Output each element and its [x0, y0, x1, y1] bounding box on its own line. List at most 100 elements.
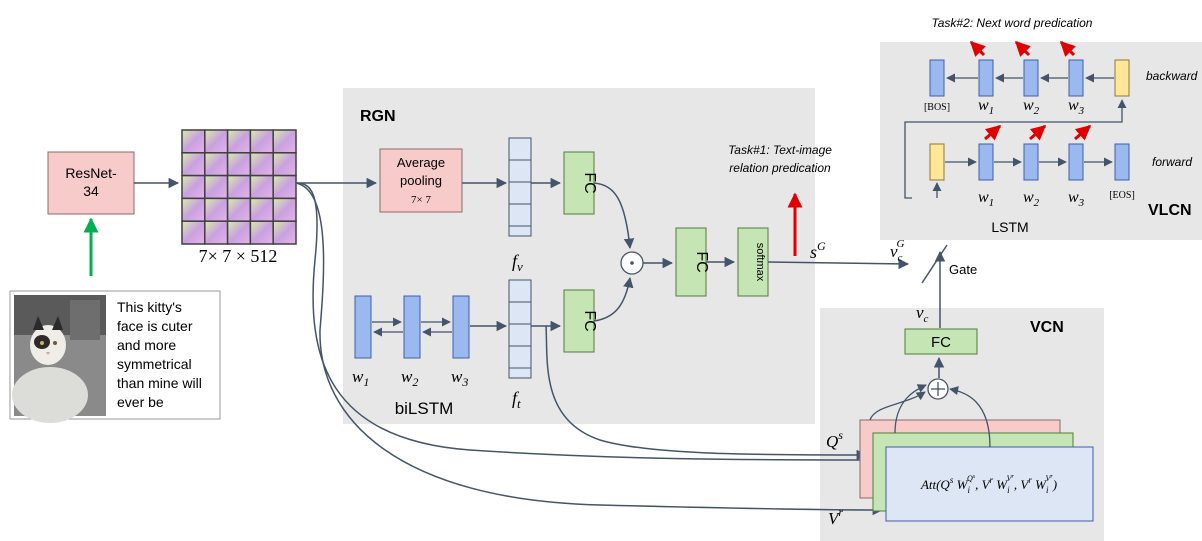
cat-photo: [12, 295, 106, 423]
feature-map-cell: [226, 174, 252, 200]
forward-w1-label: w1: [978, 189, 994, 209]
tweet-line-3: and more: [117, 337, 176, 353]
backward-w3-label: w3: [1068, 97, 1085, 117]
gate-line: [921, 244, 948, 284]
att-formula: Att(Qs WiQs, Vr WiVr, Vr WiVr): [920, 474, 1057, 495]
vc-label: vc: [916, 303, 929, 325]
loop-to-backward: [904, 99, 1127, 199]
tweet-line-2: face is cuter: [117, 318, 193, 334]
feature-map-cell: [249, 152, 274, 177]
task2-label: Task#2: Next word predication: [932, 16, 1093, 30]
avgpool-box: [379, 148, 463, 213]
feature-map-cell: [272, 197, 297, 222]
backward-w3-cell: [1068, 59, 1084, 97]
forward-start-cell: [929, 143, 945, 181]
feature-map-cell: [204, 152, 229, 177]
forward-label: forward: [1152, 155, 1192, 169]
curve-ft-to-att: [545, 325, 868, 461]
fc3-box: [675, 227, 707, 297]
bilstm-w1-cell: [354, 295, 372, 359]
vcg-label: vcG: [890, 238, 904, 264]
feature-map-cell: [181, 129, 206, 154]
vcn-fc-box: [904, 328, 978, 355]
tweet-line-1: This kitty's: [117, 299, 182, 315]
bilstm-label: biLSTM: [395, 399, 454, 418]
feature-map-cell: [272, 152, 297, 177]
att-blue-box: [885, 446, 1094, 522]
gate-label: Gate: [949, 262, 977, 277]
fc1-label: FC: [581, 172, 598, 193]
fc2-box: [563, 289, 595, 353]
forward-w1-cell: [978, 143, 994, 181]
curve-fc2-to-odot: [593, 276, 634, 322]
vlcn-title: VLCN: [1148, 202, 1192, 219]
feature-map-cell: [249, 129, 274, 154]
curve-att-pink-to-plus: [869, 391, 926, 421]
forward-eos-label: [EOS]: [1109, 190, 1135, 201]
fc1-box: [563, 151, 595, 215]
curve-map-to-att-qs: [295, 182, 884, 466]
task1-line1: Task#1: Text-image: [728, 143, 832, 157]
forward-eos-cell: [1114, 143, 1130, 181]
feature-map-cell: [181, 220, 206, 245]
avgpool-line3: 7× 7: [411, 194, 431, 206]
tweet-line-4: symmetrical: [117, 356, 192, 372]
backward-label: backward: [1146, 69, 1198, 83]
fv-vector: [508, 137, 532, 237]
feature-map-cell: [226, 152, 252, 177]
feature-map-cell: [204, 197, 229, 222]
forward-red-arrow-3: [1074, 124, 1092, 141]
backward-red-arrow-1: [969, 40, 986, 57]
task1-line2: relation predication: [729, 161, 831, 175]
resnet-label-line2: 34: [83, 183, 99, 199]
curve-map-to-att-vr: [295, 182, 884, 516]
lstm-label: LSTM: [991, 219, 1028, 235]
backward-bos-cell: [929, 59, 945, 97]
odot-dot: [630, 261, 634, 265]
backward-red-arrow-3: [1059, 40, 1076, 57]
feature-map-cell: [181, 152, 206, 177]
vcn-fc-label: FC: [931, 334, 951, 351]
tweet-line-5: than mine will: [117, 375, 202, 391]
backward-start-cell: [1114, 59, 1130, 97]
fc3-label: FC: [693, 251, 710, 272]
rgn-title: RGN: [360, 108, 396, 125]
bilstm-w1-label: w1: [352, 367, 369, 389]
curve-att-blue-to-plus: [949, 386, 991, 448]
feature-map-cell: [204, 129, 229, 154]
backward-red-arrow-2: [1014, 40, 1031, 57]
forward-w2-label: w2: [1023, 189, 1040, 209]
feature-map-cell: [181, 197, 206, 222]
sg-label: sG: [810, 239, 826, 262]
feature-map-cell: [204, 174, 229, 200]
feature-map-label: 7× 7 × 512: [199, 246, 278, 266]
backward-w2-label: w2: [1023, 97, 1040, 117]
ft-vector: [508, 279, 532, 379]
feature-map-cell: [272, 174, 297, 200]
feature-map-cell: [249, 174, 274, 200]
feature-map-cell: [226, 197, 252, 222]
fv-label: fv: [512, 251, 523, 274]
forward-red-arrow-1: [984, 124, 1002, 141]
backward-w1-cell: [978, 59, 994, 97]
feature-map-cell: [181, 174, 206, 200]
feature-map-cell: [226, 129, 252, 154]
backward-w1-label: w1: [978, 97, 994, 117]
feature-map-cell: [272, 220, 297, 245]
resnet-label-line1: ResNet-: [65, 165, 117, 181]
feature-map-cell: [249, 197, 274, 222]
vr-label: Vr: [828, 505, 843, 528]
curve-fc1-to-odot: [593, 182, 635, 250]
forward-w3-cell: [1068, 143, 1084, 181]
feature-map-cell: [204, 220, 229, 245]
avgpool-line2: pooling: [400, 173, 442, 188]
feature-map-grid: [181, 129, 297, 245]
bilstm-w3-cell: [452, 295, 470, 359]
rgn-panel: [343, 88, 815, 424]
bilstm-w3-label: w3: [451, 367, 468, 389]
feature-map-cell: [272, 129, 297, 154]
forward-w3-label: w3: [1068, 189, 1085, 209]
tweet-line-6: ever be: [117, 394, 164, 410]
vcn-title: VCN: [1030, 319, 1064, 336]
